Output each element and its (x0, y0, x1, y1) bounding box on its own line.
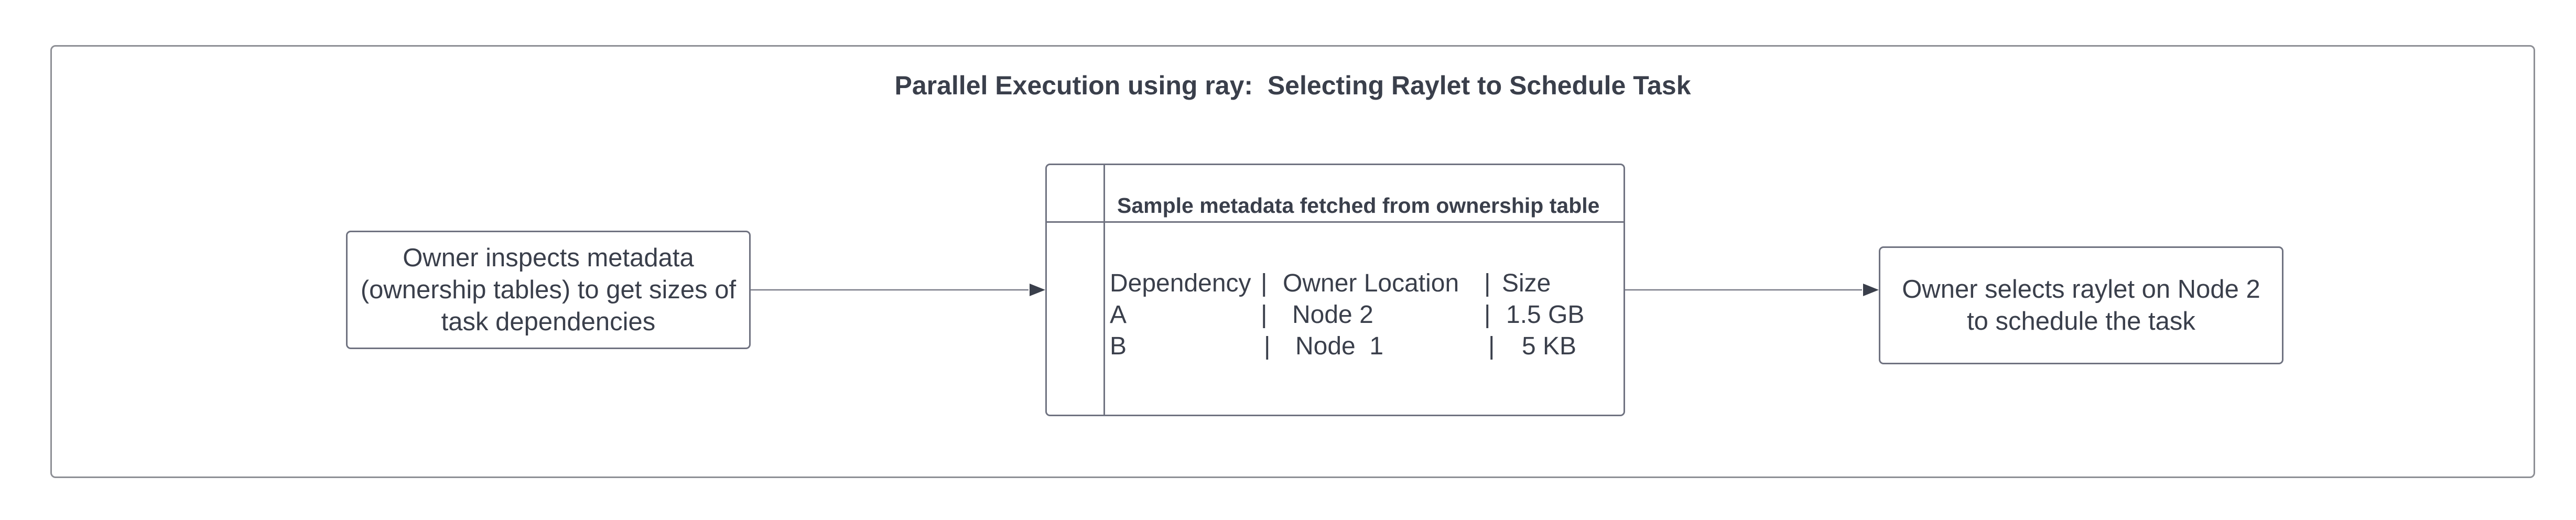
arrowhead-icon (1030, 284, 1045, 296)
arrowhead-icon (1863, 284, 1879, 296)
column-header-dependency: Dependency (1110, 269, 1251, 297)
cell-owner-location: Node 2 (1292, 301, 1373, 329)
column-separator: | (1484, 269, 1491, 297)
cell-dependency: A (1110, 301, 1127, 329)
diagram-title: Parallel Execution using ray: Selecting … (894, 71, 1691, 100)
column-header-owner-location: Owner Location (1283, 269, 1459, 297)
diagram-frame (50, 45, 2535, 478)
cell-dependency: B (1110, 332, 1127, 360)
column-separator: | (1264, 332, 1271, 360)
owner-inspects-node[interactable]: Owner inspects metadata (ownership table… (346, 231, 751, 349)
edge-inspects-to-metadata (751, 284, 1045, 296)
column-header-size: Size (1502, 269, 1551, 297)
column-separator: | (1261, 269, 1268, 297)
container-side-divider (1103, 165, 1105, 415)
owner-inspects-label: Owner inspects metadata (ownership table… (360, 243, 737, 336)
column-separator: | (1488, 332, 1495, 360)
owner-selects-label: Owner selects raylet on Node 2 to schedu… (1902, 275, 2260, 335)
container-header: Sample metadata fetched from ownership t… (1117, 193, 1600, 218)
column-separator: | (1484, 301, 1491, 329)
cell-size: 1.5 GB (1506, 301, 1585, 329)
metadata-container[interactable]: Sample metadata fetched from ownership t… (1045, 164, 1625, 416)
owner-selects-node[interactable]: Owner selects raylet on Node 2 to schedu… (1879, 246, 2283, 364)
container-header-divider (1047, 221, 1623, 223)
column-separator: | (1261, 301, 1268, 329)
edge-metadata-to-selects (1625, 284, 1879, 296)
cell-owner-location: Node 1 (1295, 332, 1384, 360)
cell-size: 5 KB (1522, 332, 1577, 360)
